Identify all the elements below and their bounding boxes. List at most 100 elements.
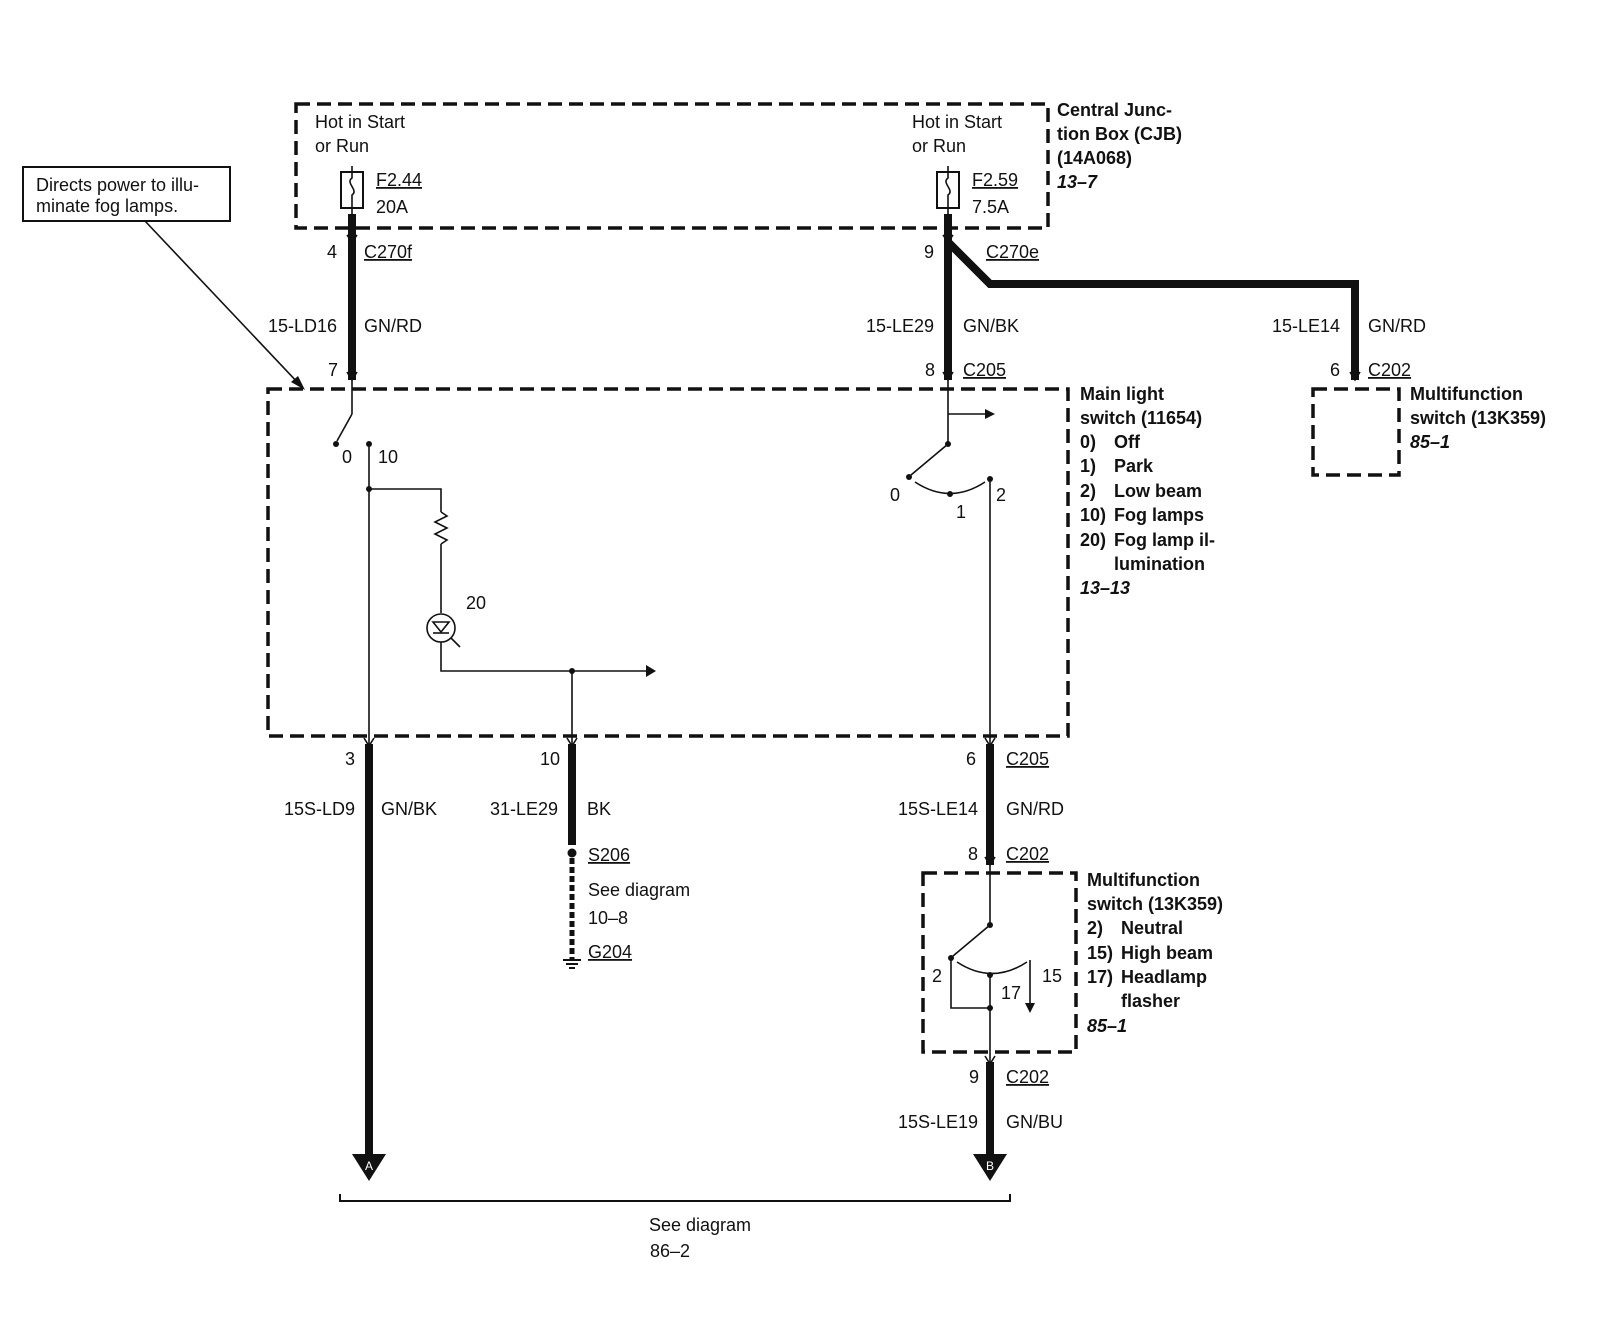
upper-wires: 4 C270f 15-LD16 GN/RD 7 9 C270e 15-LE29 … (268, 214, 1426, 382)
cjb-right-hot-line1: Hot in Start (912, 112, 1002, 132)
fuse-f259-name: F2.59 (972, 170, 1018, 190)
wire-code-31-le29: 31-LE29 (490, 799, 558, 819)
legend-pos0-num: 0) (1080, 432, 1096, 452)
mfs-bottom-outline (921, 871, 1078, 1054)
footer-ref: 86–2 (650, 1241, 690, 1261)
lower-wires: A 3 15S-LD9 GN/BK 10 31-LE29 BK S206 See… (284, 737, 1064, 1181)
cjb-title-line2: tion Box (CJB) (1057, 124, 1182, 144)
callout-box (22, 166, 231, 222)
wire-color-15s-le14: GN/RD (1006, 799, 1064, 819)
cjb-right-hot-line2: or Run (912, 136, 966, 156)
wire-color-15-le14: GN/RD (1368, 316, 1426, 336)
illum-feed-wire (369, 488, 442, 512)
fuse-f244-element (349, 166, 355, 214)
see-diagram-bracket (339, 1194, 1011, 1202)
central-junction-box: Hot in Start or Run Hot in Start or Run … (294, 100, 1182, 230)
fog-switch-contact-0 (333, 441, 339, 447)
mfs-legend-pos15-num: 15) (1087, 943, 1113, 963)
wire-color-15-ld16: GN/RD (364, 316, 422, 336)
mfs-bottom-ref: 85–1 (1087, 1016, 1127, 1036)
mfs-legend-pos2-num: 2) (1087, 918, 1103, 938)
ground-see-ref: 10–8 (588, 908, 628, 928)
mfs-legend-pos15: High beam (1121, 943, 1213, 963)
mfs-legend-pos17-num: 17) (1087, 967, 1113, 987)
headlamp-label-2: 2 (996, 485, 1006, 505)
connector-c270e: C270e (986, 242, 1039, 262)
connector-c202-mid: C202 (1006, 844, 1049, 864)
arrow-b-label: B (986, 1159, 994, 1173)
callout-leader (144, 220, 301, 386)
connector-c205-pin6-mark (984, 737, 996, 748)
pin-c202-8: 8 (968, 844, 978, 864)
wire-code-15s-le19: 15S-LE19 (898, 1112, 978, 1132)
fog-switch-label-0: 0 (342, 447, 352, 467)
legend-pos10-num: 10) (1080, 505, 1106, 525)
wire-15-le14 (945, 239, 1359, 380)
arrow-a-label: A (365, 1159, 373, 1173)
mfs-neutral-link (950, 958, 990, 1009)
lamp-label-20: 20 (466, 593, 486, 613)
mfs-contact-arc (956, 961, 1028, 975)
footer-bracket: See diagram 86–2 (339, 1194, 1011, 1261)
mfs-bottom-title-line1: Multifunction (1087, 870, 1200, 890)
ground-see-diagram: See diagram (588, 880, 690, 900)
mfs-switch-blade (952, 924, 991, 957)
legend-pos1-num: 1) (1080, 456, 1096, 476)
off-page-arrow-b (973, 1154, 1007, 1181)
connector-c205-pin3-mark (363, 737, 375, 748)
mfs-top-ref: 85–1 (1410, 432, 1450, 452)
indicator-lamp-icon (426, 613, 456, 643)
legend-pos20-num: 20) (1080, 530, 1106, 550)
pin-c205-top-left: 7 (328, 360, 338, 380)
legend-pos20-line1: Fog lamp il- (1114, 530, 1215, 550)
connector-c202-top-mark (1349, 371, 1361, 382)
wire-color-15-le29: GN/BK (963, 316, 1019, 336)
headlamp-aux-arrow (985, 409, 995, 419)
fog-switch-label-10: 10 (378, 447, 398, 467)
mfs-legend-pos2: Neutral (1121, 918, 1183, 938)
connector-c205-pin10-mark (566, 737, 578, 748)
resistor-icon (433, 511, 449, 545)
headlamp-contact-0 (906, 474, 912, 480)
legend-pos2: Low beam (1114, 481, 1202, 501)
mfs-legend-pos17-line2: flasher (1121, 991, 1180, 1011)
pin-c270f: 4 (327, 242, 337, 262)
main-light-switch: 0 10 20 0 1 2 Main light switch (11654) (266, 380, 1215, 744)
connector-c202-pin9-mark (984, 1055, 996, 1066)
main-switch-outline (266, 387, 1070, 738)
mfs-high-beam-arrow (1025, 1003, 1035, 1013)
mfs-legend-pos17-line1: Headlamp (1121, 967, 1207, 987)
cjb-left-hot-line2: or Run (315, 136, 369, 156)
cjb-title-line3: (14A068) (1057, 148, 1132, 168)
cjb-title-line1: Central Junc- (1057, 100, 1172, 120)
splice-s206: S206 (588, 845, 630, 865)
fog-switch-blade (336, 413, 353, 442)
legend-pos1: Park (1114, 456, 1154, 476)
callout-line2: minate fog lamps. (36, 196, 178, 216)
connector-c270f: C270f (364, 242, 413, 262)
ground-g204: G204 (588, 942, 632, 962)
multifunction-switch-bottom: 2 17 15 Multifunction switch (13K359) 2)… (921, 865, 1223, 1062)
mfs-label-15: 15 (1042, 966, 1062, 986)
splice-s206-icon (567, 848, 577, 858)
pin-c202-top: 6 (1330, 360, 1340, 380)
multifunction-switch-top: Multifunction switch (13K359) 85–1 (1311, 384, 1546, 477)
footer-see-diagram: See diagram (649, 1215, 751, 1235)
fuse-f259-element (945, 166, 951, 214)
connector-c205-bottom: C205 (1006, 749, 1049, 769)
cjb-outline (294, 102, 1050, 230)
callout: Directs power to illu- minate fog lamps. (22, 166, 305, 390)
mfs-label-17: 17 (1001, 983, 1021, 1003)
pin-c202-9: 9 (969, 1067, 979, 1087)
mfs-label-2: 2 (932, 966, 942, 986)
wire-code-15-ld16: 15-LD16 (268, 316, 337, 336)
headlamp-switch-blade (910, 443, 949, 476)
fuse-f244-name: F2.44 (376, 170, 422, 190)
illum-return-wire (440, 642, 650, 672)
headlamp-label-0: 0 (890, 485, 900, 505)
wire-code-15-le14: 15-LE14 (1272, 316, 1340, 336)
fuse-f259-rating: 7.5A (972, 197, 1009, 217)
mfs-top-outline (1311, 387, 1401, 477)
headlamp-contact-1 (947, 491, 953, 497)
